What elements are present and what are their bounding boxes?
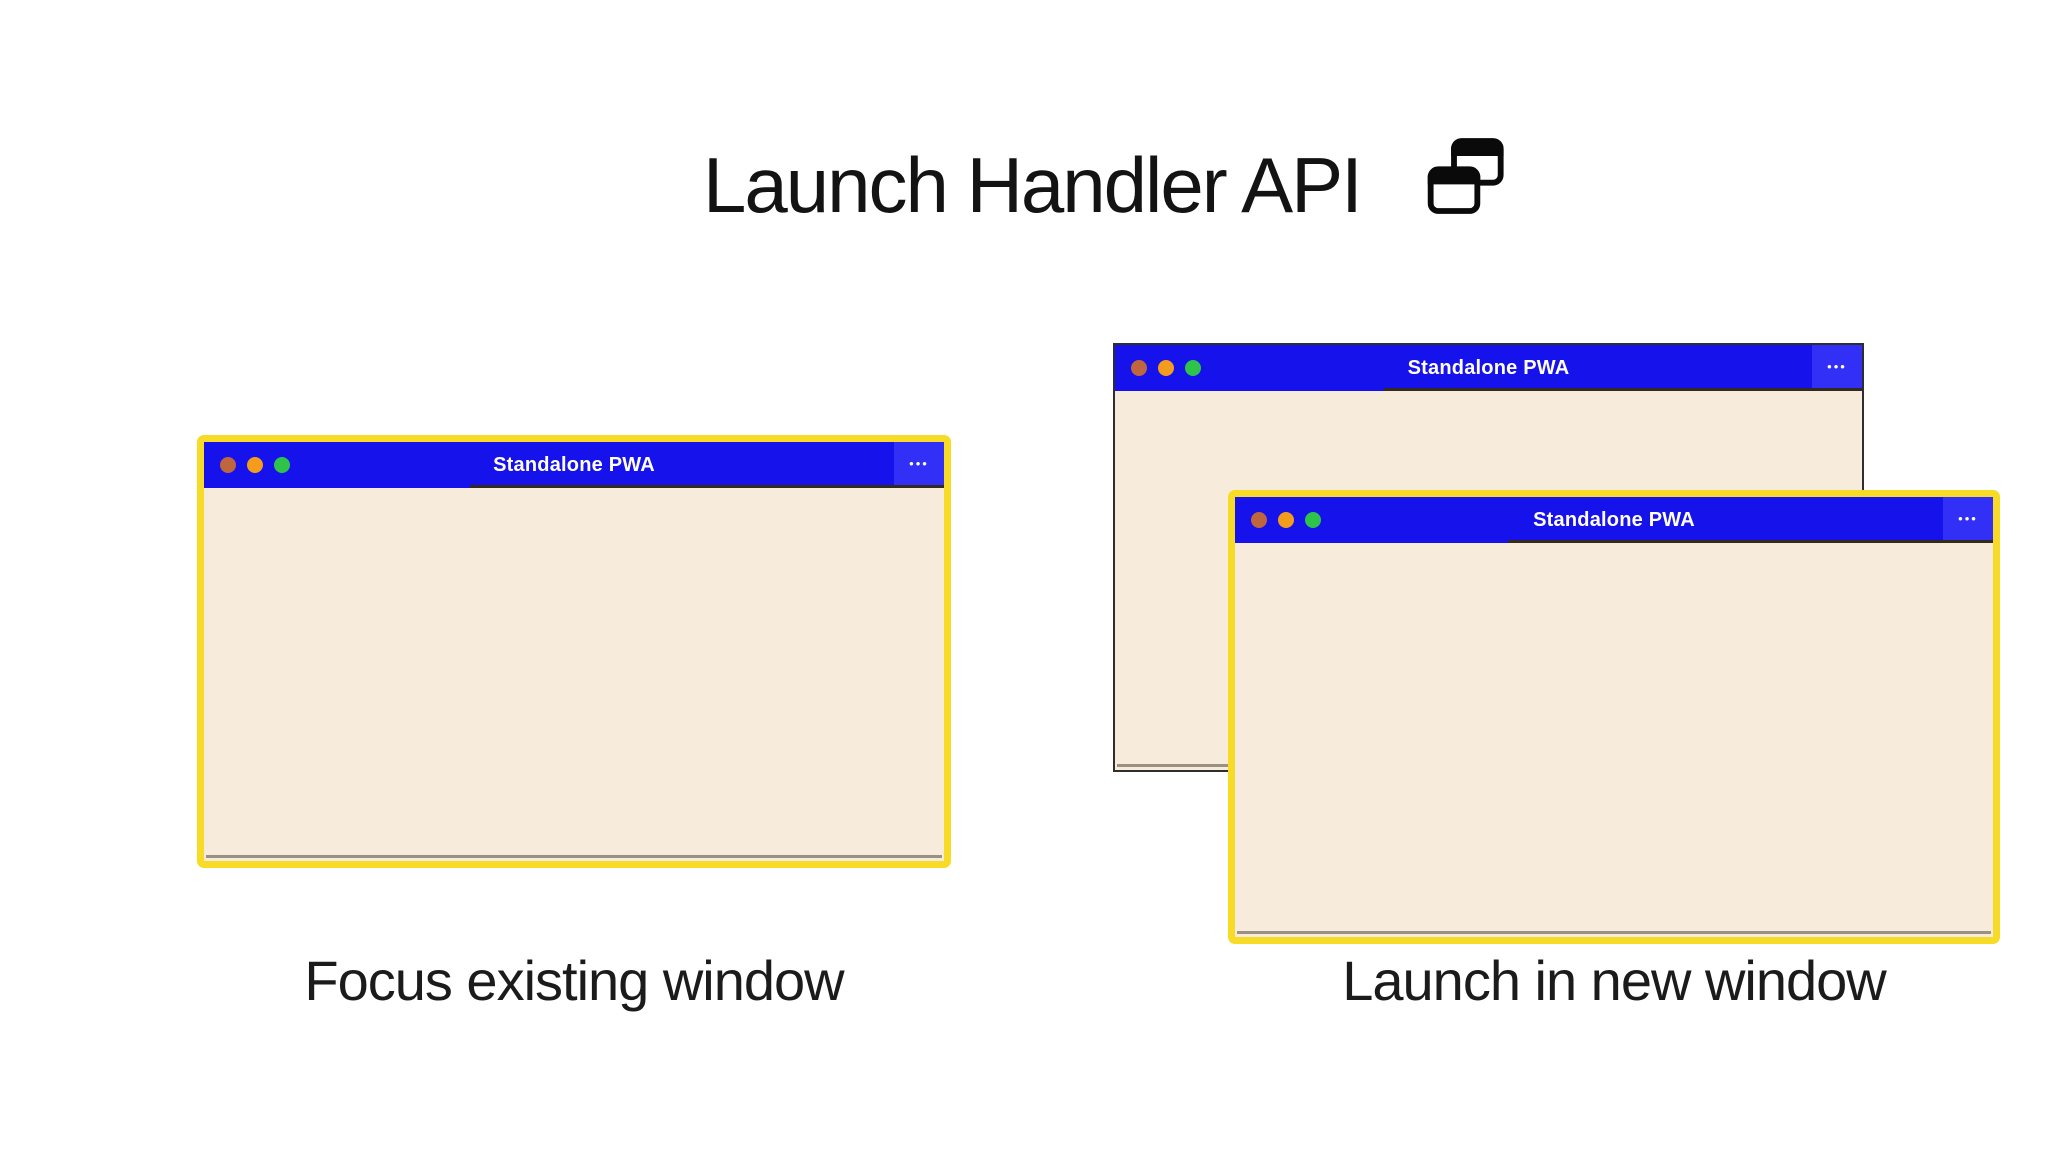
traffic-light-zoom-icon[interactable] <box>274 457 290 473</box>
traffic-lights <box>204 457 290 473</box>
pwa-window-existing: Standalone PWA ••• <box>197 435 951 868</box>
caption-focus-existing: Focus existing window <box>304 949 844 1012</box>
traffic-lights <box>1235 512 1321 528</box>
window-content <box>1235 543 1993 937</box>
titlebar[interactable]: Standalone PWA ••• <box>1235 497 1993 543</box>
traffic-light-minimize-icon[interactable] <box>247 457 263 473</box>
window-menu-button[interactable]: ••• <box>1943 497 1993 543</box>
window-content <box>204 488 944 861</box>
traffic-light-minimize-icon[interactable] <box>1158 360 1174 376</box>
titlebar[interactable]: Standalone PWA ••• <box>204 442 944 488</box>
traffic-light-zoom-icon[interactable] <box>1305 512 1321 528</box>
window-menu-button[interactable]: ••• <box>894 442 944 488</box>
traffic-light-close-icon[interactable] <box>1251 512 1267 528</box>
window-title: Standalone PWA <box>1407 356 1570 379</box>
traffic-lights <box>1115 360 1201 376</box>
traffic-light-minimize-icon[interactable] <box>1278 512 1294 528</box>
titlebar[interactable]: Standalone PWA ••• <box>1115 345 1862 391</box>
traffic-light-zoom-icon[interactable] <box>1185 360 1201 376</box>
ellipsis-menu-icon: ••• <box>909 455 929 471</box>
pwa-window-new: Standalone PWA ••• <box>1228 490 2000 944</box>
ellipsis-menu-icon: ••• <box>1958 510 1978 526</box>
window-title: Standalone PWA <box>493 453 655 476</box>
window-menu-button[interactable]: ••• <box>1812 345 1862 391</box>
traffic-light-close-icon[interactable] <box>220 457 236 473</box>
ellipsis-menu-icon: ••• <box>1827 358 1847 374</box>
traffic-light-close-icon[interactable] <box>1131 360 1147 376</box>
window-title: Standalone PWA <box>1533 508 1695 531</box>
window-bottom-edge <box>1237 931 1991 934</box>
page-title: Launch Handler API <box>703 141 1363 229</box>
caption-launch-new: Launch in new window <box>1342 949 1886 1012</box>
overlapping-windows-icon <box>1424 132 1504 220</box>
window-bottom-edge <box>206 855 942 858</box>
